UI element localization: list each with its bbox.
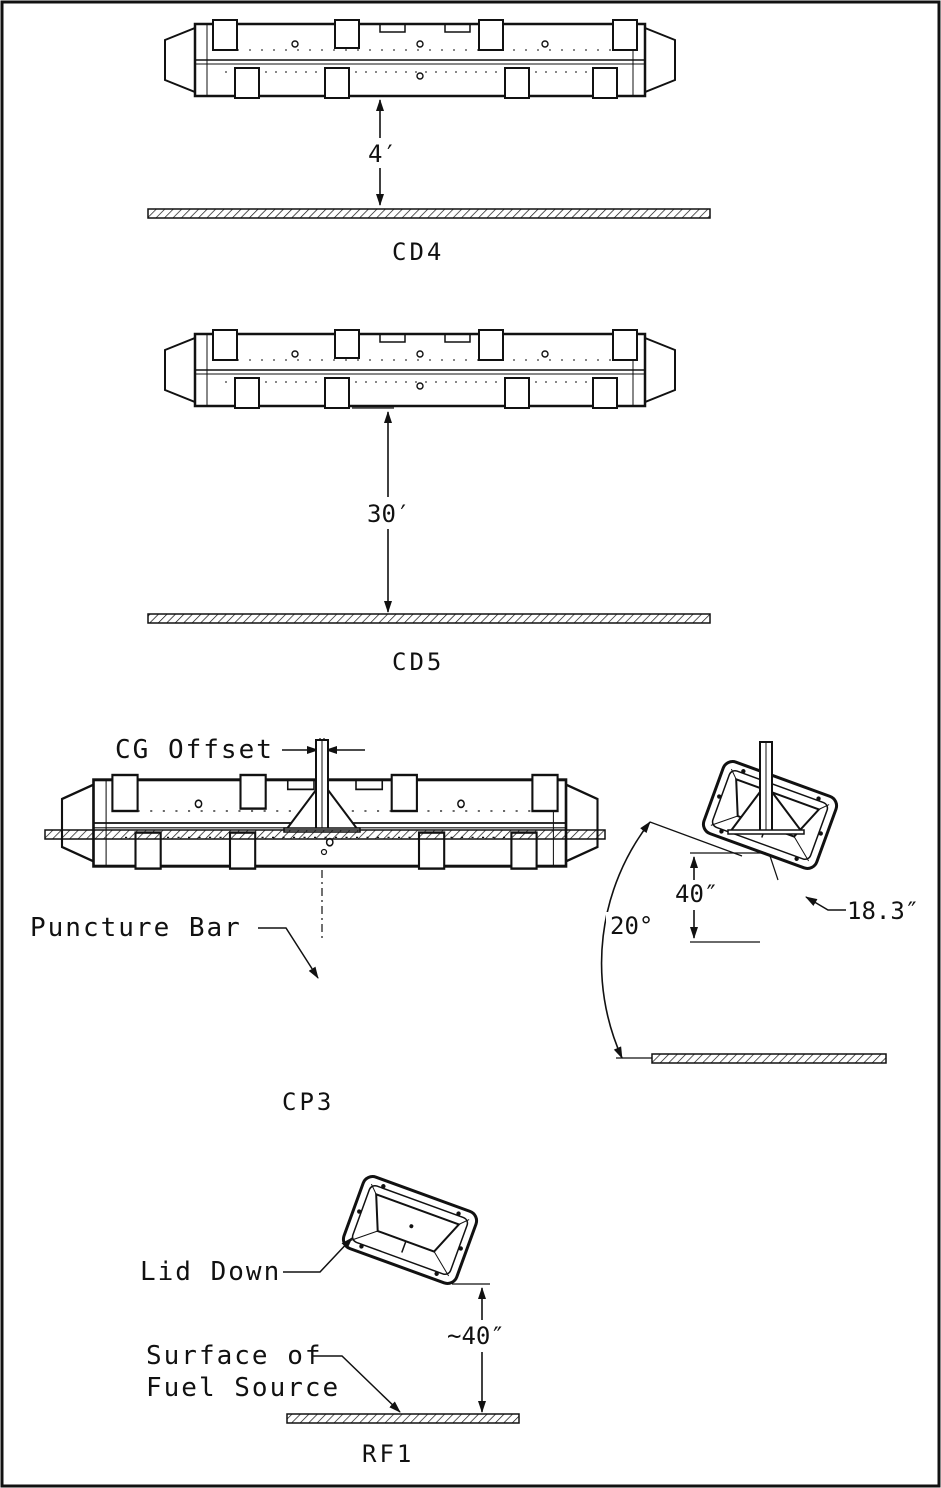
rf1-height-label: ~40″: [447, 1322, 505, 1350]
surface-leader: [312, 1355, 401, 1413]
puncture-bar-leader: [258, 927, 319, 979]
cd4-caption: CD4: [392, 238, 444, 266]
rf1-caption: RF1: [362, 1440, 414, 1468]
cd5-scene: 30′ CD5: [147, 328, 711, 676]
cp3-caption: CP3: [282, 1088, 334, 1116]
cd5-package: [163, 328, 677, 410]
rf1-ground: [286, 1413, 520, 1424]
puncture-bar-label: Puncture Bar: [30, 913, 242, 943]
cd4-dim-gap: [362, 138, 398, 168]
cp3-ground-main: [44, 829, 606, 840]
cp3-offset-ext-a: [769, 855, 779, 881]
cp3-dim-gap: [672, 880, 722, 910]
surface-label-line2: Fuel Source: [146, 1373, 340, 1403]
lid-down-leader: [283, 1237, 353, 1273]
cd4-package: [163, 18, 677, 100]
cp3-angle-ref-line: [649, 821, 743, 857]
cp3-scene: CG Offset Puncture Bar 40″ 20° 18.3″: [30, 735, 919, 1116]
rf1-scene: Lid Down ~40″ Surface of Fuel Source RF1: [140, 1172, 520, 1468]
rf1-dim-gap: [444, 1320, 516, 1352]
cp3-height-label: 40″: [675, 880, 718, 908]
rf1-package: [339, 1172, 481, 1288]
cd4-scene: 4′ CD4: [147, 18, 711, 266]
cp3-offset-label: 18.3″: [847, 897, 919, 925]
cg-offset-label: CG Offset: [115, 735, 274, 765]
cd4-height-label: 4′: [368, 140, 397, 168]
cd5-caption: CD5: [392, 648, 444, 676]
lid-down-label: Lid Down: [140, 1257, 281, 1287]
cd4-ground: [147, 208, 711, 219]
surface-label-line1: Surface of: [146, 1341, 323, 1371]
cp3-ground-end-view: [651, 1053, 887, 1064]
cd5-height-label: 30′: [367, 500, 410, 528]
cd5-dim-gap: [364, 497, 416, 529]
cp3-angle-gap: [606, 912, 656, 942]
cp3-angle-arc: [600, 821, 651, 1059]
cp3-angle-label: 20°: [610, 912, 653, 940]
cd5-ground: [147, 613, 711, 624]
cp3-offset-leader: [805, 896, 846, 911]
cp3-cg-point: [320, 848, 328, 856]
